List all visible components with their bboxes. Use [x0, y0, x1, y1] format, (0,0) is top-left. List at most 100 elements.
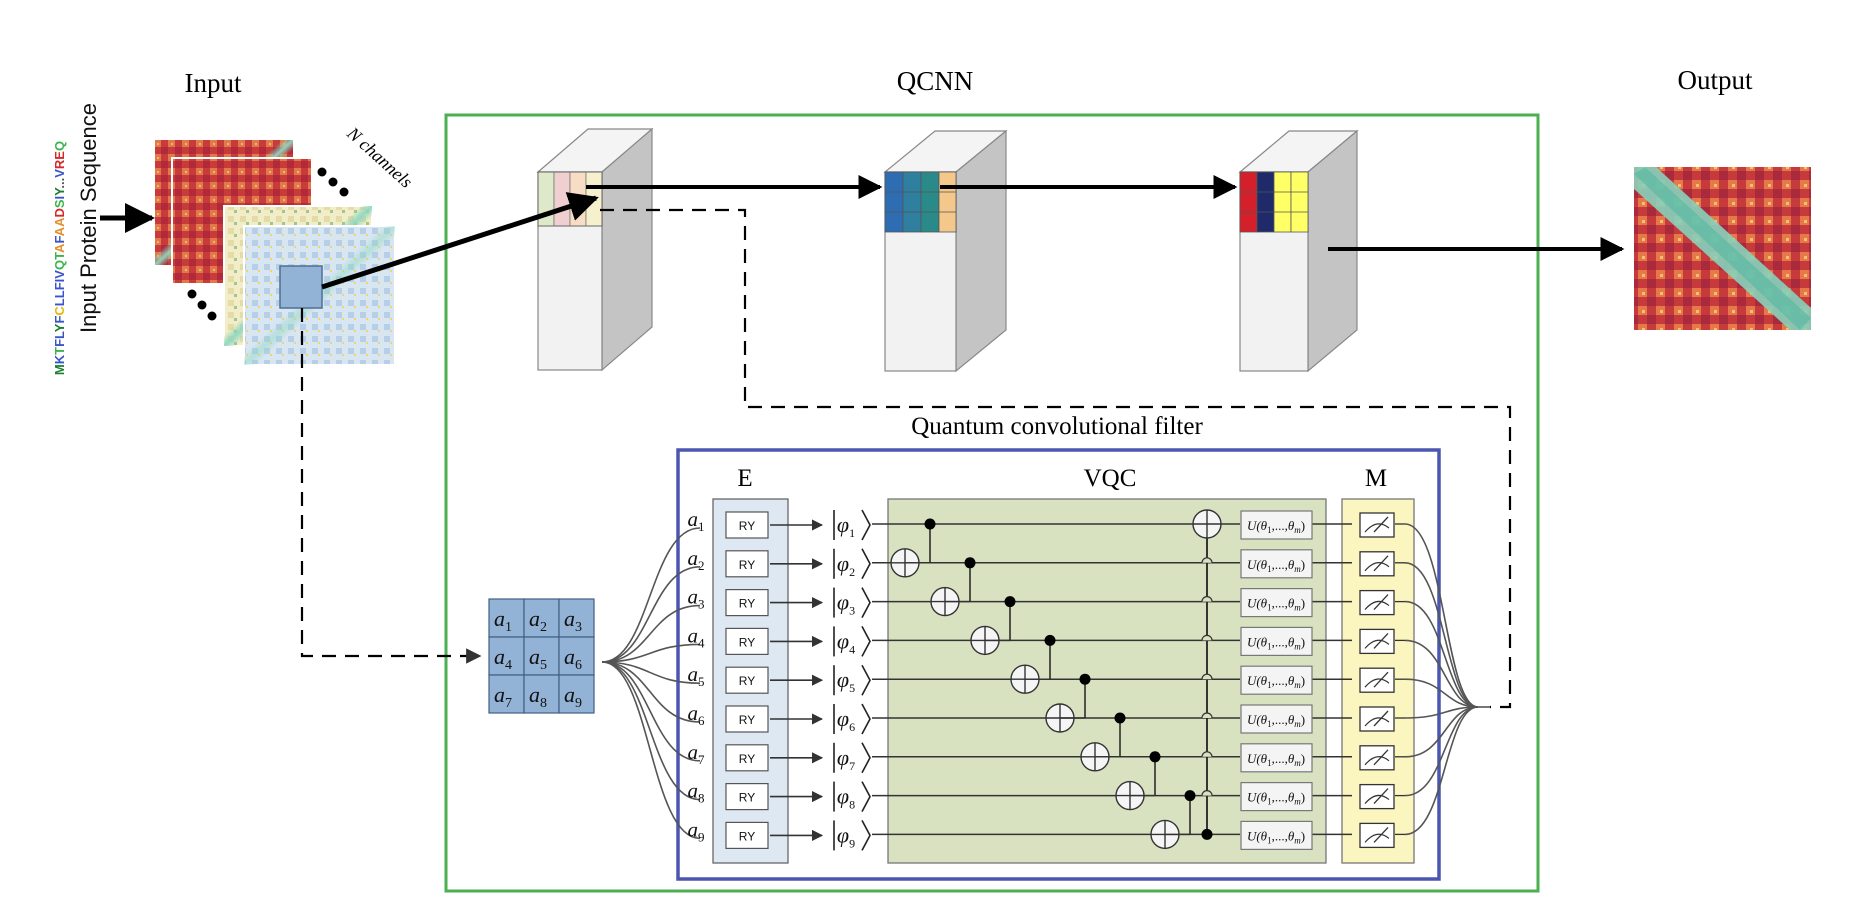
- measure-meter-icon: [1359, 783, 1395, 810]
- output-heatmap: [1634, 167, 1811, 330]
- unitary-gate: [1240, 704, 1313, 734]
- fan-in-wire: [1404, 523, 1479, 708]
- ry-gate: [725, 511, 769, 539]
- input-sequence: Input Protein Sequence: [76, 103, 101, 333]
- fan-in-wire: [1404, 678, 1479, 708]
- dashed-filter-loop: [600, 208, 1512, 709]
- state-label: φ8: [837, 784, 855, 812]
- state-label: φ4: [837, 628, 855, 656]
- cnot-control-dot: [1184, 790, 1196, 802]
- state-label: φ9: [837, 822, 855, 850]
- cnot-control-dot: [1201, 828, 1213, 840]
- measure-meter-icon: [1359, 589, 1395, 616]
- sequence-letter: ...: [52, 178, 67, 189]
- fan-out-wire: [601, 661, 701, 684]
- cnot-control-dot: [964, 557, 976, 569]
- sequence-letter: V: [52, 270, 67, 279]
- sequence-letters: MKTFLYFCLLFIVQTAFAADSIY...VREQ: [52, 141, 67, 375]
- measure-meter-icon: [1359, 512, 1395, 538]
- sequence-letter: M: [52, 364, 67, 375]
- qcnn-frame: [444, 113, 1540, 893]
- patch-cell: [488, 674, 525, 714]
- state-label: φ6: [837, 706, 855, 734]
- state-label: φ2: [837, 551, 855, 579]
- feature-map-2: [883, 129, 1008, 373]
- sequence-letter: K: [52, 354, 67, 364]
- fan-in-wire: [1404, 706, 1479, 719]
- unitary-gate: [1240, 665, 1313, 695]
- circuit-input-label: a6: [688, 701, 706, 728]
- patch-cell: [523, 674, 560, 714]
- sequence-letter: R: [52, 159, 67, 169]
- ry-gate-label: RY: [739, 674, 755, 688]
- patch-cell: [558, 598, 595, 638]
- ry-gate: [725, 550, 769, 578]
- cnot-control-dot: [1114, 712, 1126, 724]
- ry-gate-label: RY: [739, 558, 755, 572]
- patch-cell: [523, 598, 560, 638]
- input-label: Input: [185, 68, 242, 98]
- state-label: φ5: [837, 667, 855, 695]
- sequence-letter: S: [52, 199, 67, 208]
- measure-meter-icon: [1359, 745, 1395, 771]
- ry-gate: [725, 744, 769, 772]
- fan-in-wire: [1404, 706, 1479, 758]
- unitary-gate: [1240, 626, 1313, 657]
- ry-gate: [725, 821, 769, 850]
- sequence-letter: I: [52, 196, 67, 200]
- unitary-label: U(θ1,...,θm): [1247, 518, 1305, 535]
- fan-in-wire: [1404, 600, 1479, 708]
- channel-ellipsis-bottom: [187, 289, 217, 321]
- unitary-label: U(θ1,...,θm): [1247, 557, 1305, 574]
- circuit-input-label: a1: [688, 507, 705, 534]
- ry-gate: [725, 782, 769, 811]
- sequence-letter: Q: [52, 260, 67, 270]
- qcnn-label: QCNN: [897, 66, 974, 96]
- ry-gate-label: RY: [739, 713, 755, 727]
- qfilter-label: Quantum convolutional filter: [911, 413, 1203, 440]
- unitary-gate: [1240, 549, 1313, 579]
- sequence-letter: V: [52, 169, 67, 178]
- measure-meter-icon: [1359, 551, 1395, 577]
- cnot-control-dot: [1004, 596, 1016, 608]
- unitary-label: U(θ1,...,θm): [1247, 712, 1305, 729]
- sequence-letter: I: [52, 279, 67, 283]
- circuit-input-label: a3: [688, 585, 705, 612]
- sequence-letter: T: [52, 347, 67, 355]
- fan-out-wire: [601, 661, 701, 723]
- channel-ellipsis-top: [317, 167, 349, 197]
- fan-out-wire: [601, 661, 701, 762]
- unitary-label: U(θ1,...,θm): [1247, 634, 1305, 651]
- encoding-label: E: [737, 465, 752, 492]
- cnot-control-dot: [1044, 634, 1056, 646]
- measure-meter-icon: [1359, 667, 1395, 693]
- patch-cell: [558, 636, 595, 676]
- fan-out-wire: [601, 566, 701, 663]
- sequence-letter: L: [52, 290, 67, 298]
- sequence-letter: A: [52, 217, 67, 227]
- sequence-letter: C: [52, 306, 67, 316]
- state-label: φ3: [837, 590, 855, 618]
- feature-map-1: [536, 127, 654, 372]
- vqc-label: VQC: [1084, 465, 1137, 492]
- n-channels-label: N channels: [343, 122, 417, 191]
- unitary-gate: [1240, 820, 1313, 851]
- cnot-control-dot: [1149, 751, 1161, 763]
- cnot-control-dot: [1079, 673, 1091, 685]
- unitary-label: U(θ1,...,θm): [1247, 673, 1305, 690]
- sequence-letter: A: [52, 226, 67, 236]
- ry-gate-label: RY: [739, 791, 755, 805]
- unitary-label: U(θ1,...,θm): [1247, 596, 1305, 613]
- circuit-input-label: a4: [688, 623, 706, 650]
- ry-gate-label: RY: [739, 635, 755, 649]
- unitary-label: U(θ1,...,θm): [1247, 751, 1305, 768]
- fan-out-wire: [601, 643, 701, 663]
- kernel-window: [279, 265, 323, 309]
- ry-gate: [725, 666, 769, 694]
- sequence-letter: L: [52, 331, 67, 339]
- patch-cell: [488, 598, 525, 638]
- svg-text:N channels: N channels: [343, 122, 417, 191]
- circuit-input-label: a7: [688, 740, 706, 767]
- sequence-letter: F: [52, 339, 67, 347]
